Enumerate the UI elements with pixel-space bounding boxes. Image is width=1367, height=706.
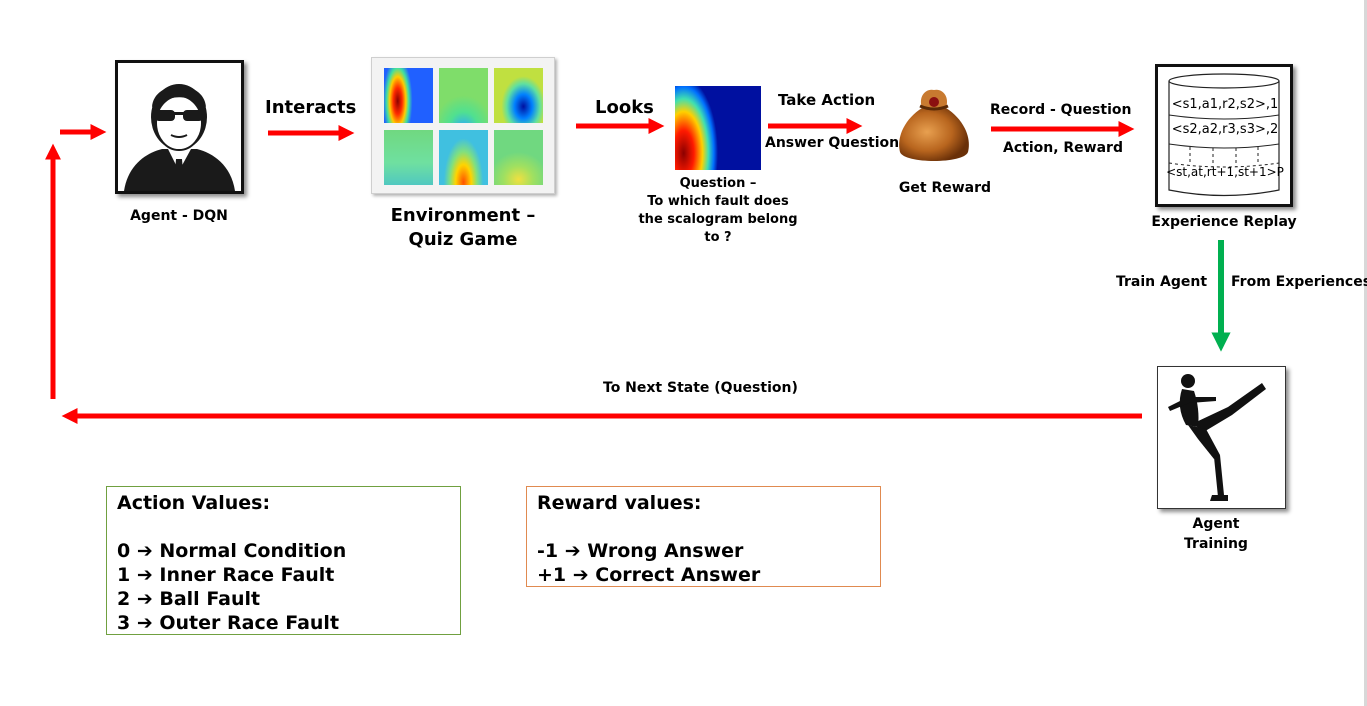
edge-label-take-action: Take Action	[778, 91, 876, 109]
agent-label: Agent - DQN	[130, 208, 228, 224]
reward-value-neg: -1 ➔ Wrong Answer	[537, 540, 744, 562]
edge-label-interacts: Interacts	[265, 97, 357, 118]
action-value-0: 0 ➔ Normal Condition	[117, 540, 347, 562]
training-label-line1: Agent	[1192, 516, 1240, 532]
agent-box	[115, 60, 244, 194]
reward-values-legend: Reward values: -1 ➔ Wrong Answer +1 ➔ Co…	[526, 486, 881, 587]
replay-label: Experience Replay	[1151, 214, 1297, 230]
edge-label-answer-question: Answer Question	[765, 135, 900, 151]
replay-box: <s1,a1,r2,s2>,1 <s2,a2,r3,s3>,2 <st,at,r…	[1155, 64, 1293, 207]
question-line4: to ?	[704, 230, 732, 245]
scalogram-tile	[494, 68, 543, 123]
replay-row-2: <s2,a2,r3,s3>,2	[1171, 122, 1279, 137]
replay-row-1: <s1,a1,r2,s2>,1	[1171, 97, 1279, 112]
action-value-3: 3 ➔ Outer Race Fault	[117, 612, 340, 634]
edge-label-train-agent: Train Agent	[1116, 274, 1208, 290]
database-icon	[1168, 73, 1280, 197]
training-label-line2: Training	[1184, 536, 1248, 552]
environment-image	[371, 57, 555, 194]
question-line2: To which fault does	[647, 194, 789, 209]
action-values-title: Action Values:	[117, 492, 271, 514]
right-edge-line	[1364, 0, 1367, 706]
edge-label-from-experiences: From Experiences	[1231, 274, 1367, 290]
environment-label-line2: Quiz Game	[408, 229, 518, 250]
reward-label: Get Reward	[898, 180, 992, 196]
edge-label-looks: Looks	[595, 97, 654, 118]
scalogram-tile	[439, 68, 488, 123]
replay-row-3: <st,at,rt+1,st+1>P	[1166, 165, 1284, 179]
scalogram-grid-image	[384, 68, 433, 123]
scalogram-tile	[494, 130, 543, 185]
edge-label-next-state: To Next State (Question)	[603, 380, 798, 396]
scalogram-image	[675, 86, 761, 170]
martial-arts-kick-icon	[1168, 374, 1266, 501]
money-bag-icon	[899, 89, 969, 161]
edge-label-record-question: Record - Question	[990, 102, 1132, 118]
environment-label-line1: Environment –	[390, 205, 536, 226]
reward-values-title: Reward values:	[537, 492, 702, 514]
action-value-1: 1 ➔ Inner Race Fault	[117, 564, 335, 586]
action-values-legend: Action Values: 0 ➔ Normal Condition 1 ➔ …	[106, 486, 461, 635]
reward-value-pos: +1 ➔ Correct Answer	[537, 564, 761, 586]
training-box	[1157, 366, 1286, 509]
question-line3: the scalogram belong	[638, 212, 798, 227]
scalogram-tile	[384, 130, 433, 185]
agent-avatar-icon	[124, 84, 235, 191]
scalogram-tile	[439, 130, 488, 185]
action-value-2: 2 ➔ Ball Fault	[117, 588, 261, 610]
question-line1: Question –	[679, 176, 757, 191]
edge-label-action-reward: Action, Reward	[1003, 140, 1123, 156]
